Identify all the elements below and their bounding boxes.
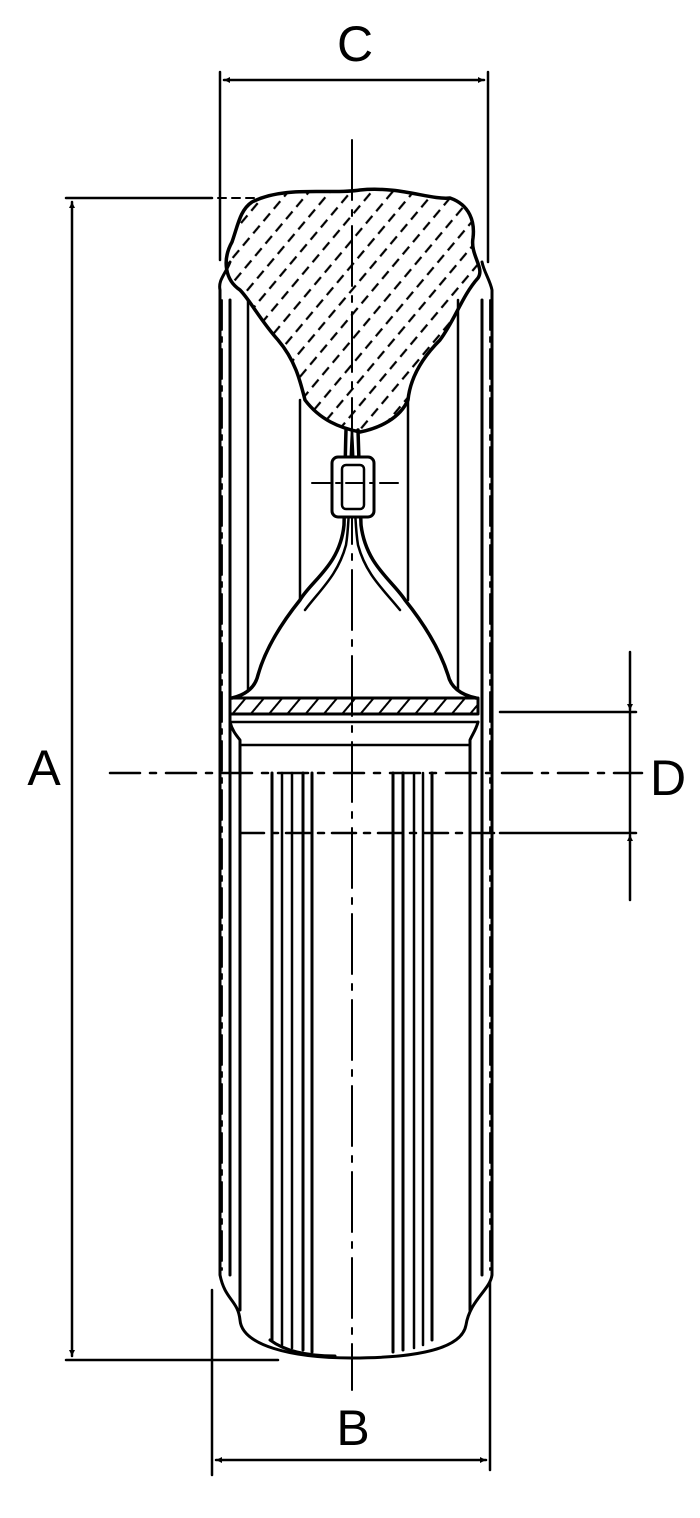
- label-c: C: [337, 16, 373, 72]
- rim-flange-band: [228, 696, 480, 716]
- label-a: A: [27, 740, 61, 796]
- tyre-outline: [218, 260, 494, 1360]
- hub-outline: [228, 720, 242, 1312]
- label-d: D: [650, 750, 686, 806]
- valve-inner: [340, 463, 366, 511]
- tyre-section-hatched: [224, 187, 482, 434]
- hub-outline: [468, 720, 480, 1312]
- hub-bottom-curve: [268, 1338, 337, 1358]
- label-b: B: [336, 1400, 369, 1456]
